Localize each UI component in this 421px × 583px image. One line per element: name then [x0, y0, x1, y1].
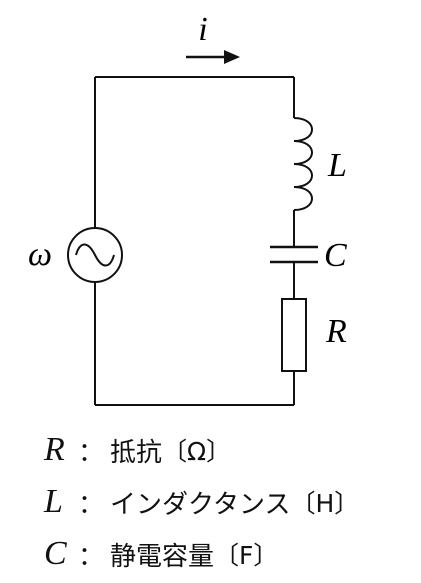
- legend-row-resistance: R ： 抵抗 〔Ω〕: [44, 428, 231, 472]
- legend-row-inductance: L ： インダクタンス 〔H〕: [44, 480, 359, 524]
- inductor-coil: [293, 117, 313, 211]
- current-arrow: [186, 50, 240, 64]
- source-label: ω: [28, 236, 52, 273]
- ac-source: [67, 227, 123, 283]
- legend-unit: 〔F〕: [214, 541, 279, 570]
- legend-unit: 〔H〕: [290, 489, 360, 518]
- inductor-label: L: [327, 147, 347, 184]
- resistor-body: [281, 298, 307, 372]
- legend-separator: ：: [78, 489, 105, 520]
- legend-symbol: L: [44, 483, 63, 520]
- legend-description: 静電容量: [110, 541, 215, 572]
- resistor-label: R: [325, 313, 347, 350]
- legend-symbol: R: [44, 431, 65, 468]
- legend-separator: ：: [78, 437, 105, 468]
- current-label: i: [198, 11, 207, 48]
- legend-symbol: C: [44, 535, 67, 572]
- legend-row-capacitance: C ： 静電容量 〔F〕: [44, 532, 278, 576]
- ac-source-sine-icon: [75, 243, 115, 267]
- legend-description: 抵抗: [110, 437, 163, 468]
- legend-description: インダクタンス: [110, 489, 291, 520]
- circuit-diagram: i ω L C R: [28, 11, 347, 406]
- legend-separator: ：: [78, 541, 105, 572]
- legend-unit: 〔Ω〕: [162, 437, 232, 466]
- capacitor-label: C: [324, 237, 347, 274]
